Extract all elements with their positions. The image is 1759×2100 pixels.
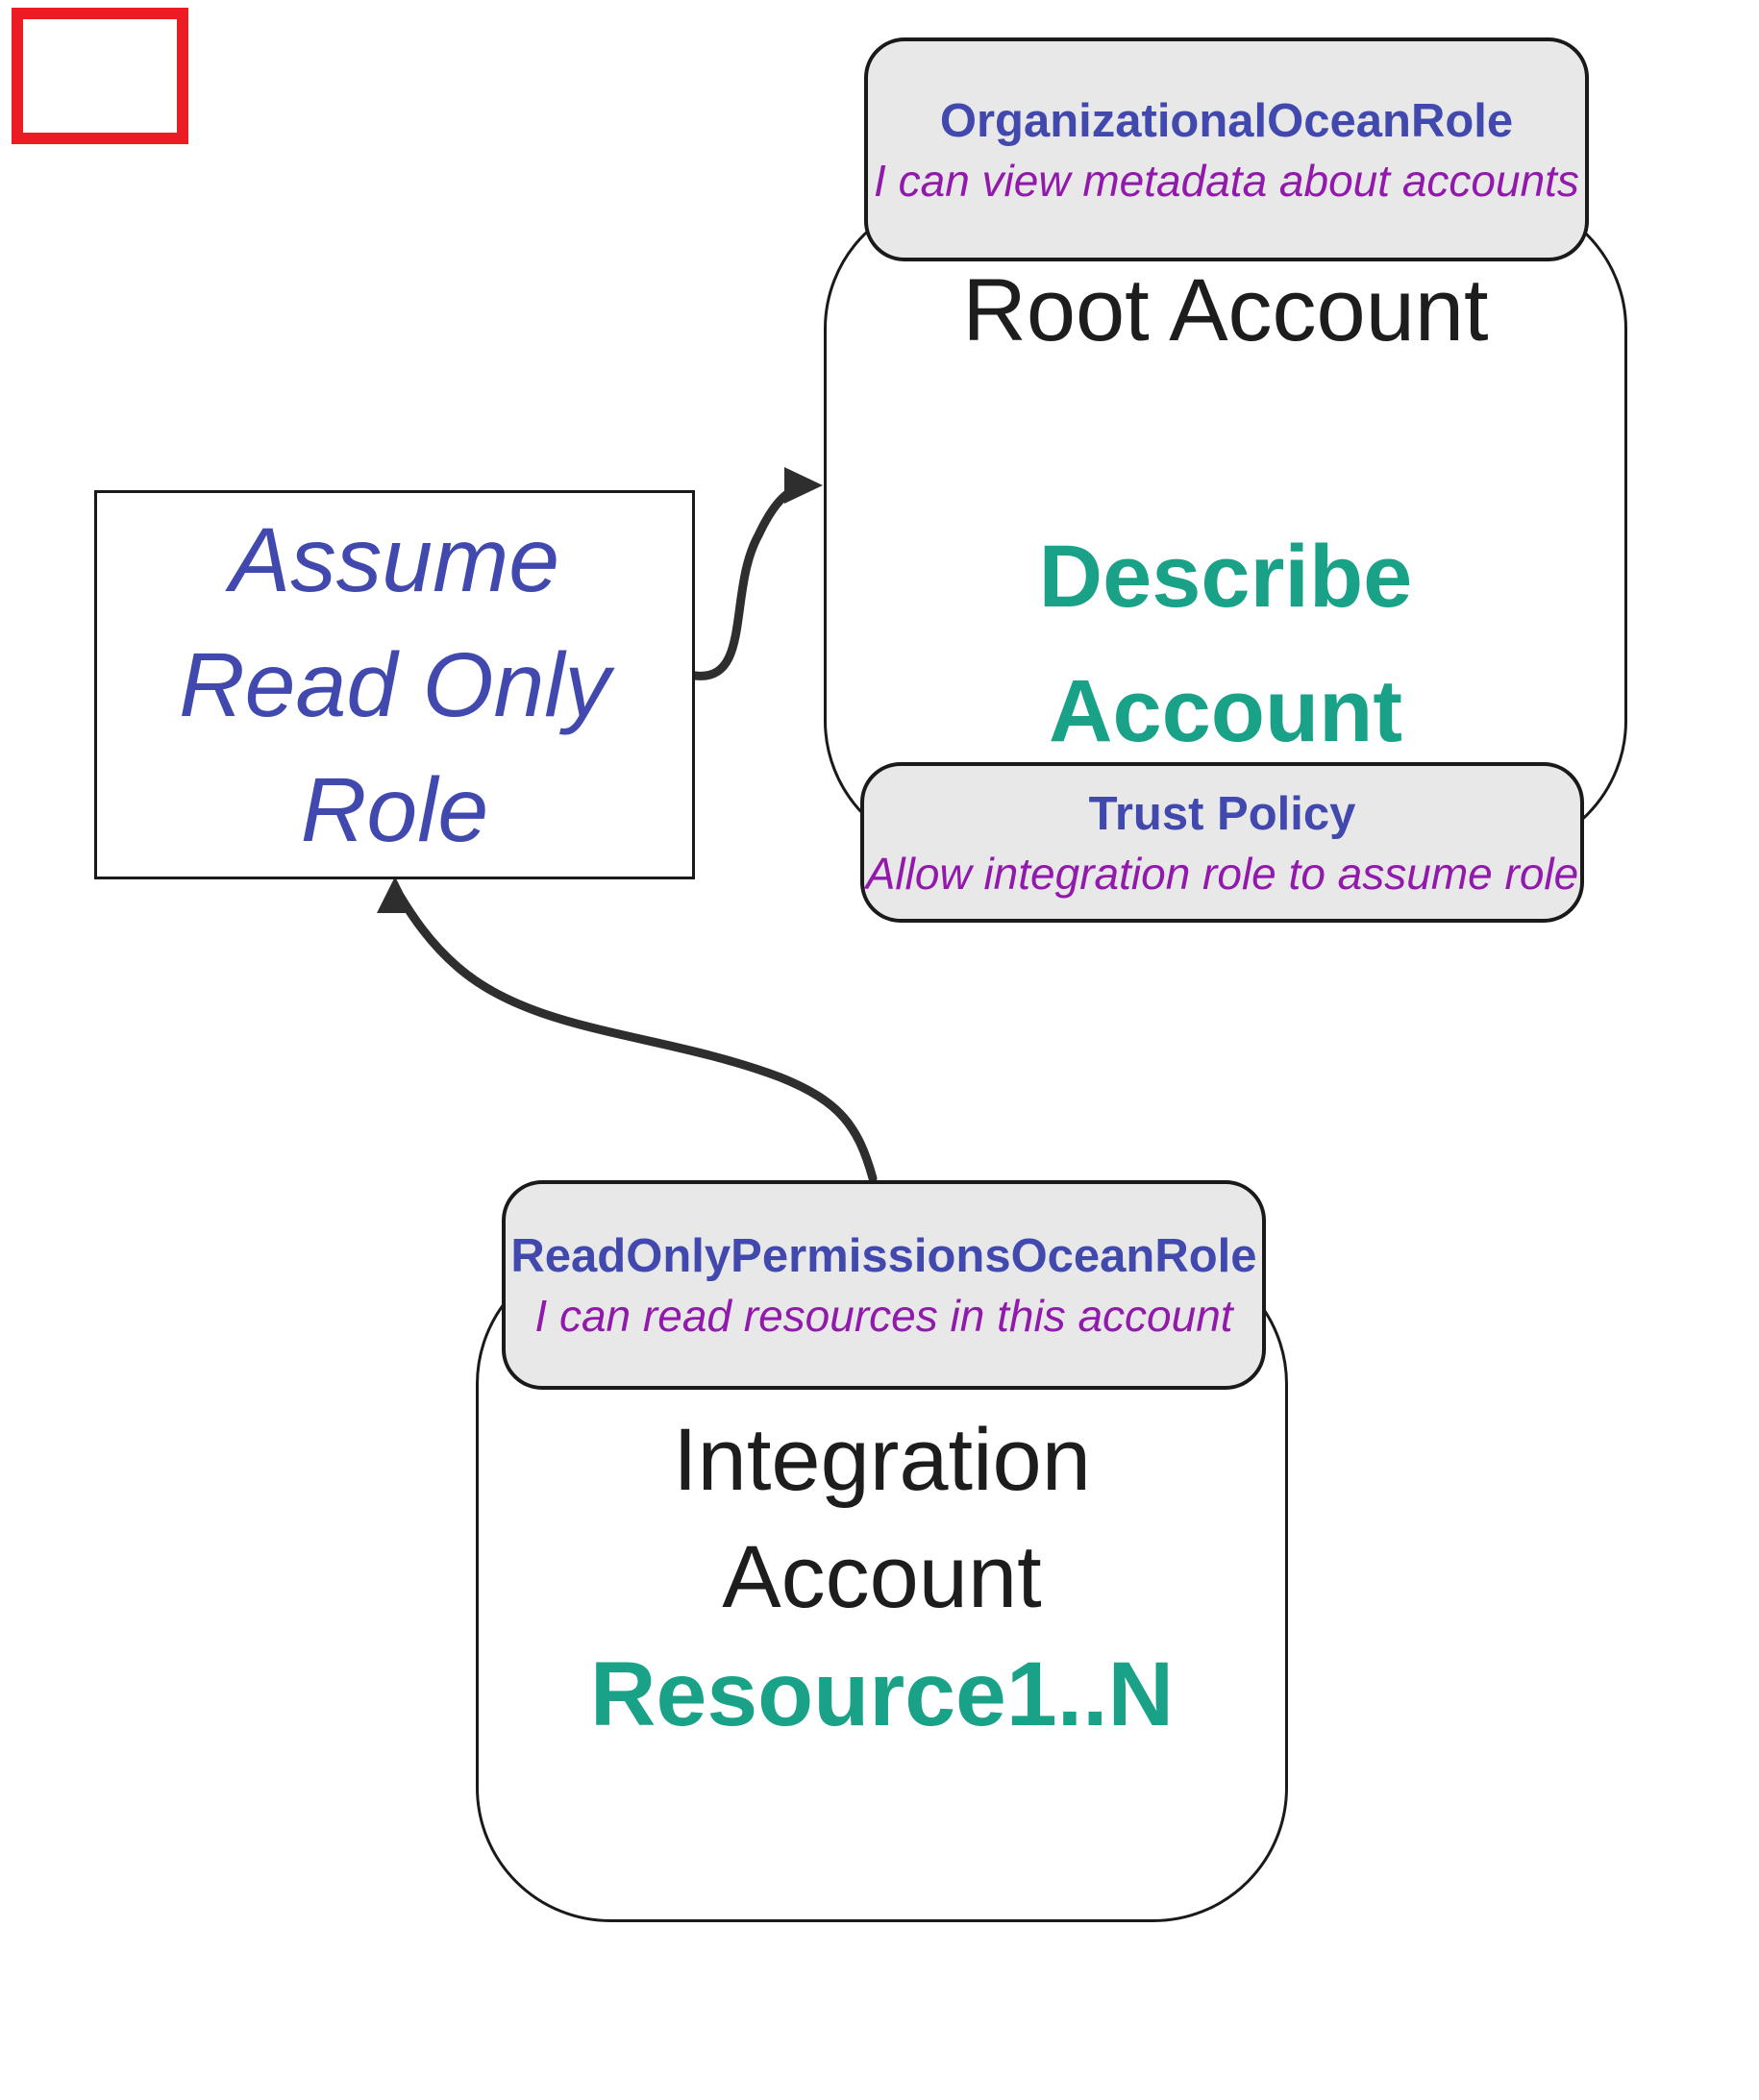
assume-to-root-arrow [690,467,823,680]
assume-role-line: Read Only [179,633,610,736]
assume-role-line: Role [300,758,489,861]
integration-to-assume-arrow [377,877,878,1183]
integration-account-line: Integration [673,1411,1091,1509]
trust-policy-subtitle: Allow integration role to assume role [865,848,1579,899]
describe-account-line: Describe [1038,528,1413,626]
readonly-permissions-role-subtitle: I can read resources in this account [534,1291,1233,1341]
integration-account-label: Integration Account Resource1..N [476,1401,1288,1753]
trust-policy-badge: Trust Policy Allow integration role to a… [860,762,1584,923]
red-marker-rectangle [12,8,188,144]
root-account-box [824,194,1627,855]
organizational-role-title: OrganizationalOceanRole [939,94,1514,147]
describe-account-line: Account [1049,662,1402,760]
readonly-permissions-role-badge: ReadOnlyPermissionsOceanRole I can read … [502,1180,1266,1390]
root-account-title: Root Account [962,261,1489,359]
integration-account-line: Account [722,1528,1042,1626]
organizational-role-subtitle: I can view metadata about accounts [874,155,1579,206]
assume-read-only-role-box: Assume Read Only Role [94,490,695,879]
readonly-permissions-role-title: ReadOnlyPermissionsOceanRole [510,1230,1257,1282]
trust-policy-title: Trust Policy [1088,787,1356,840]
organizational-role-badge: OrganizationalOceanRole I can view metad… [864,37,1589,261]
assume-role-line: Assume [229,508,560,611]
describe-account-label: Describe Account [824,509,1627,778]
resources-label: Resource1..N [589,1643,1175,1745]
